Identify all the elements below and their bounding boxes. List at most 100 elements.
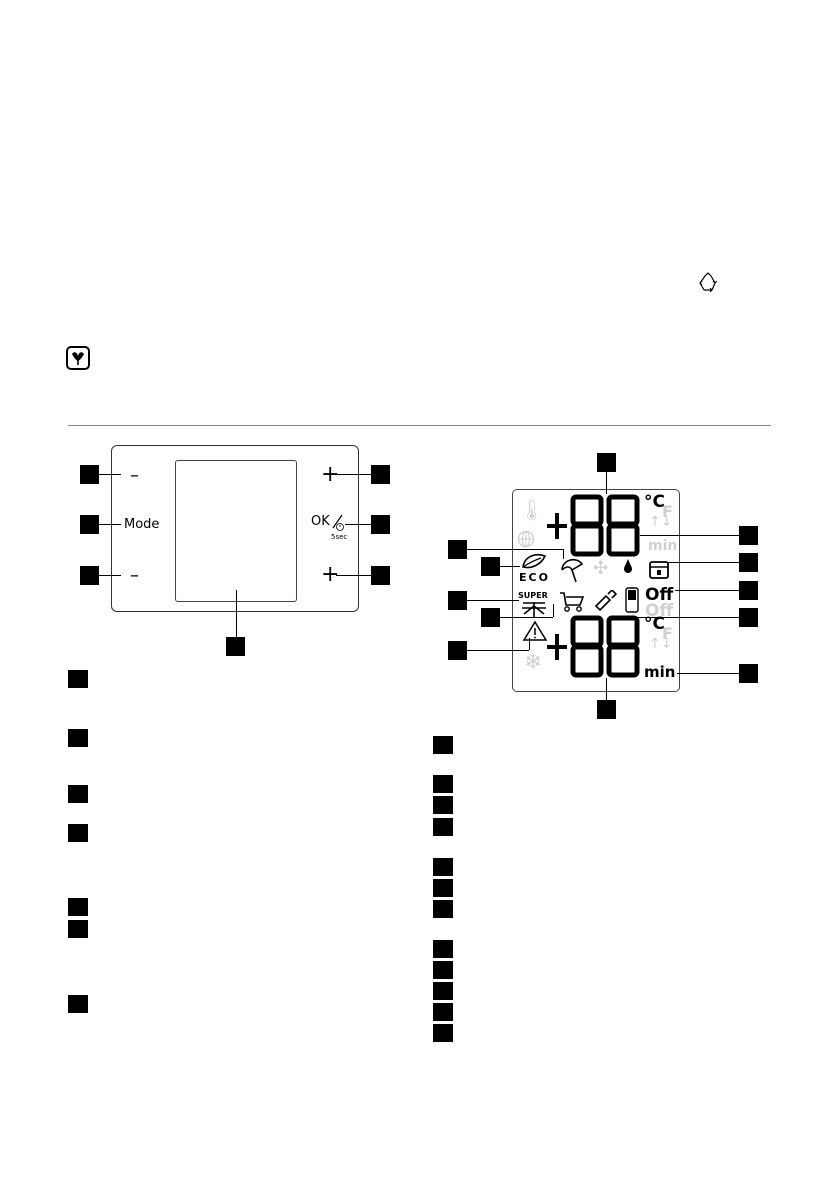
temperature-digits-bottom <box>547 615 640 678</box>
legend-marker <box>433 1003 453 1021</box>
temp-unit-fahrenheit-top: F <box>662 502 673 521</box>
legend-marker <box>68 920 88 938</box>
door-icon <box>625 587 639 613</box>
callout-line <box>563 549 565 559</box>
fan-icon: ✣ <box>593 558 609 579</box>
minus-button-bottom[interactable]: – <box>130 565 139 586</box>
eco-label: ECO <box>519 571 550 584</box>
callout-marker <box>739 664 758 683</box>
callout-marker <box>481 557 500 576</box>
off-label: Off <box>645 585 674 605</box>
callout-marker <box>739 526 758 545</box>
legend-marker <box>433 818 453 836</box>
callout-line <box>99 474 121 476</box>
callout-line <box>467 650 529 652</box>
leaf-icon <box>522 553 547 569</box>
arrows-icon-bottom: ↑↓ <box>649 636 673 652</box>
shopping-icon <box>560 592 585 612</box>
power-icon <box>332 514 344 531</box>
min-label: min <box>644 663 676 681</box>
legend-marker <box>433 858 453 876</box>
legend-marker <box>68 670 88 688</box>
fast-freeze-icon <box>522 602 546 617</box>
temp-unit-celsius-top: °C <box>644 492 665 512</box>
callout-line <box>529 638 531 650</box>
mode-button[interactable]: Mode <box>124 517 160 532</box>
temp-unit-celsius-bottom: °C <box>644 614 665 634</box>
plus-button-top[interactable]: + <box>321 462 340 487</box>
section-divider <box>68 425 771 426</box>
minus-button-top[interactable]: – <box>130 465 139 486</box>
legend-marker <box>68 898 88 916</box>
child-lock-icon <box>649 561 669 579</box>
recycle-icon <box>699 272 718 293</box>
legend-marker <box>433 940 453 958</box>
callout-marker <box>448 591 467 610</box>
thermometer-icon: 🌡 <box>519 498 545 522</box>
callout-marker <box>80 465 99 484</box>
globe-icon <box>517 530 535 548</box>
alarm-warning-icon <box>522 620 548 641</box>
callout-line <box>606 472 608 494</box>
callout-marker <box>481 608 500 627</box>
callout-marker <box>371 465 390 484</box>
holiday-umbrella-icon <box>561 558 584 583</box>
ok-button-sublabel: 5sec <box>331 533 348 541</box>
callout-line <box>336 474 371 476</box>
legend-marker <box>433 879 453 897</box>
legend-marker <box>68 995 88 1013</box>
super-label: SUPER <box>518 591 548 600</box>
callout-marker <box>80 515 99 534</box>
control-panel <box>111 445 359 612</box>
legend-marker <box>68 729 88 747</box>
callout-marker <box>371 566 390 585</box>
callout-line <box>336 575 371 577</box>
bottle-chill-icon <box>594 590 617 612</box>
callout-marker <box>448 540 467 559</box>
callout-line <box>500 566 520 568</box>
callout-marker <box>597 453 616 472</box>
legend-marker <box>433 1024 453 1042</box>
min-label-top: min <box>648 538 678 554</box>
callout-marker <box>739 608 758 627</box>
callout-line <box>640 535 739 537</box>
callout-line <box>467 600 519 602</box>
callout-line <box>99 524 121 526</box>
legend-marker <box>433 961 453 979</box>
callout-marker <box>226 637 245 656</box>
callout-marker <box>371 515 390 534</box>
legend-marker <box>433 796 453 814</box>
callout-line <box>99 575 121 577</box>
callout-marker <box>739 581 758 600</box>
temp-unit-fahrenheit-bottom: F <box>662 624 673 643</box>
callout-line <box>677 673 739 675</box>
callout-line <box>467 549 563 551</box>
callout-marker <box>80 566 99 585</box>
callout-marker <box>597 700 616 719</box>
legend-marker <box>433 982 453 1000</box>
callout-line <box>614 617 739 619</box>
legend-marker <box>68 785 88 803</box>
ok-button[interactable]: OK <box>311 514 330 529</box>
callout-line <box>236 590 238 637</box>
callout-line <box>606 678 608 700</box>
legend-marker <box>68 824 88 842</box>
callout-marker <box>448 641 467 660</box>
environment-icon <box>66 346 90 370</box>
temperature-digits-top <box>547 494 640 557</box>
callout-line <box>675 590 739 592</box>
snowflake-icon: ❄ <box>524 650 543 675</box>
plus-button-bottom[interactable]: + <box>321 562 340 587</box>
callout-line <box>668 562 739 564</box>
arrows-icon-top: ↑↓ <box>649 514 673 530</box>
legend-marker <box>433 900 453 918</box>
callout-line <box>553 604 555 617</box>
callout-line <box>345 524 371 526</box>
off-label-ghost: Off <box>645 601 674 621</box>
panel-display-window <box>175 460 297 602</box>
legend-marker <box>433 775 453 793</box>
callout-marker <box>739 553 758 572</box>
legend-marker <box>433 736 453 754</box>
humidity-drop-icon <box>624 559 632 573</box>
callout-line <box>500 617 553 619</box>
